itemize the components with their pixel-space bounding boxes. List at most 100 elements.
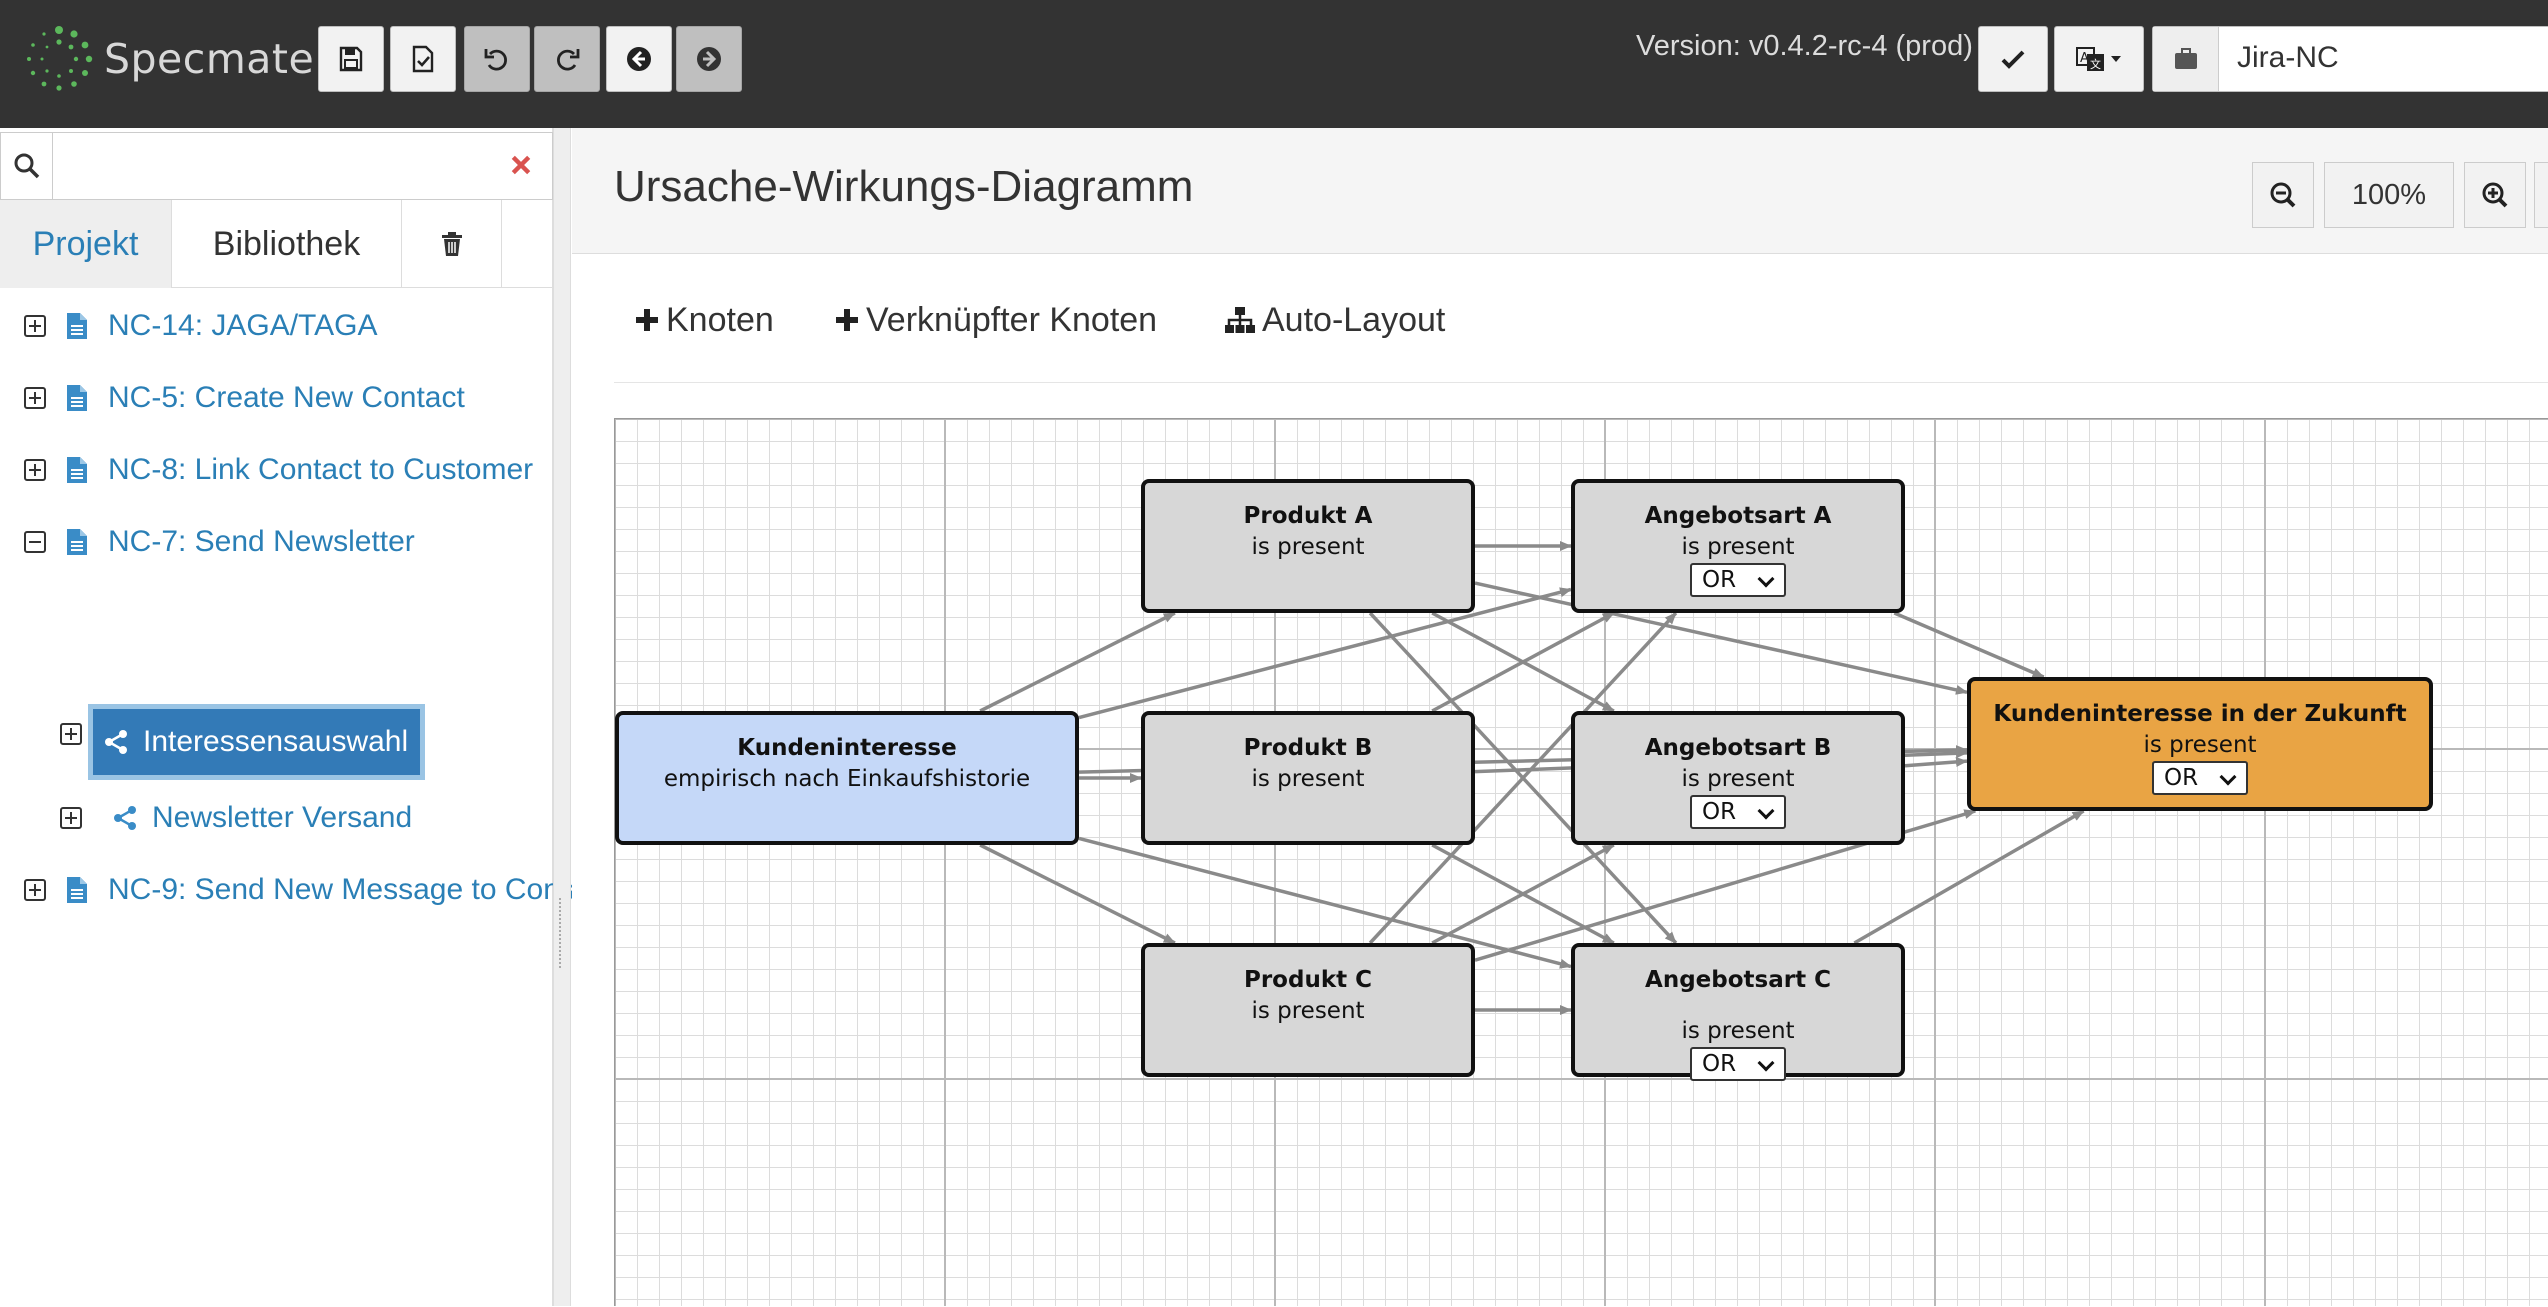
diagram-canvas[interactable]: Kundeninteresse empirisch nach Einkaufsh… (614, 418, 2548, 1306)
zoom-level[interactable]: 100% (2324, 162, 2454, 228)
diagram-toolbar: Knoten Verknüpfter Knoten Auto-Layout (572, 288, 2548, 352)
edge-ab-kz[interactable] (1904, 756, 1968, 768)
edge-kunden-ac[interactable] (1078, 836, 1572, 969)
specmate-logo[interactable]: Specmate (22, 22, 314, 96)
back-button[interactable] (606, 26, 672, 92)
auto-layout-label: Auto-Layout (1262, 300, 1446, 339)
edge-kunden-aa[interactable] (1078, 587, 1572, 720)
tree-item-label: Interessensauswahl (143, 725, 409, 758)
tree-item[interactable]: Newsletter Versand (60, 794, 412, 842)
edge-aa-kz[interactable] (1893, 611, 2045, 679)
trash-button[interactable] (402, 200, 502, 288)
version-label: Version: v0.4.2-rc-4 (prod) (1636, 30, 1973, 62)
sidebar-tabs: Projekt Bibliothek (0, 200, 553, 288)
page-title: Ursache-Wirkungs-Diagramm (614, 162, 1194, 211)
confirm-button[interactable] (1978, 26, 2048, 92)
zoom-in-button[interactable] (2464, 162, 2526, 228)
add-linked-node-label: Verknüpfter Knoten (866, 300, 1158, 339)
node-condition: empirisch nach Einkaufshistorie (663, 766, 1031, 792)
auto-layout-button[interactable]: Auto-Layout (1224, 288, 1445, 352)
edge-kunden-pc[interactable] (979, 843, 1176, 945)
node-angebotsart-b[interactable]: Angebotsart B is present OR (1571, 711, 1905, 845)
node-condition: is present (1251, 766, 1365, 792)
node-title: Produkt A (1243, 503, 1373, 529)
expand-icon[interactable] (60, 723, 82, 745)
undo-button[interactable] (464, 26, 530, 92)
clear-search-icon[interactable] (501, 145, 541, 185)
search-bar (0, 132, 553, 200)
undo-icon (484, 49, 507, 71)
add-node-button[interactable]: Knoten (634, 288, 774, 352)
zoom-extra-button[interactable] (2534, 162, 2548, 228)
node-kundeninteresse-zukunft[interactable]: Kundeninteresse in der Zukunft is presen… (1967, 677, 2433, 811)
node-condition: is present (1681, 766, 1795, 792)
tree-item-expander[interactable] (60, 710, 102, 758)
expand-icon[interactable] (24, 459, 46, 481)
expand-icon[interactable] (24, 315, 46, 337)
operator-select[interactable]: OR (1690, 1047, 1786, 1081)
node-kundeninteresse[interactable]: Kundeninteresse empirisch nach Einkaufsh… (615, 711, 1079, 845)
node-condition: is present (1251, 534, 1365, 560)
redo-button[interactable] (534, 26, 600, 92)
node-condition: is present (2143, 732, 2257, 758)
edge-pb-aa[interactable] (1431, 611, 1615, 713)
tree-item-selected[interactable]: Interessensauswahl (88, 704, 426, 780)
node-title: Kundeninteresse in der Zukunft (1993, 701, 2407, 727)
node-title: Angebotsart A (1644, 503, 1832, 529)
sitemap-icon (1225, 307, 1255, 333)
node-angebotsart-a[interactable]: Angebotsart A is present OR (1571, 479, 1905, 613)
save-button[interactable] (318, 26, 384, 92)
document-icon (67, 877, 87, 903)
tree-item[interactable]: NC-7: Send Newsletter (24, 518, 415, 566)
search-input[interactable] (57, 135, 487, 195)
node-angebotsart-c[interactable]: Angebotsart C is present OR (1571, 943, 1905, 1081)
operator-select[interactable]: OR (1690, 563, 1786, 597)
forward-button[interactable] (676, 26, 742, 92)
tab-library[interactable]: Bibliothek (172, 200, 402, 288)
node-title: Kundeninteresse (737, 735, 957, 761)
project-selector[interactable]: Jira-NC (2152, 26, 2548, 92)
project-name: Jira-NC (2237, 41, 2339, 74)
expand-icon[interactable] (60, 807, 82, 829)
tree-item[interactable]: NC-8: Link Contact to Customer (24, 446, 533, 494)
file-check-icon (412, 45, 434, 73)
node-condition: is present (1251, 998, 1365, 1024)
drag-handle[interactable] (559, 898, 565, 968)
tree-item[interactable]: NC-9: Send New Message to Conta (24, 866, 585, 914)
tab-project[interactable]: Projekt (0, 200, 172, 288)
edge-pc-aa[interactable] (1368, 611, 1678, 945)
edge-kunden-pa[interactable] (979, 611, 1176, 713)
edge-ac-kz[interactable] (1853, 809, 2085, 945)
arrow-circle-left-icon (627, 47, 651, 71)
document-icon (67, 385, 87, 411)
tree-item[interactable]: NC-5: Create New Contact (24, 374, 465, 422)
operator-select[interactable]: OR (2152, 761, 2248, 795)
tree-item-label: NC-14: JAGA/TAGA (108, 309, 378, 342)
expand-icon[interactable] (24, 387, 46, 409)
plus-icon (636, 309, 658, 331)
edge-pa-kz[interactable] (1474, 581, 1968, 695)
document-icon (67, 457, 87, 483)
zoom-out-button[interactable] (2252, 162, 2314, 228)
node-produkt-c[interactable]: Produkt C is present (1141, 943, 1475, 1077)
node-title: Produkt B (1243, 735, 1373, 761)
tree-item-label: NC-9: Send New Message to Conta (108, 873, 585, 906)
check-icon (2001, 50, 2025, 69)
document-icon (67, 529, 87, 555)
node-title: Produkt C (1243, 967, 1373, 993)
connections-layer (979, 541, 2085, 1015)
operator-select[interactable]: OR (1690, 795, 1786, 829)
panel-splitter[interactable] (553, 128, 571, 1306)
tree-item-label: NC-7: Send Newsletter (108, 525, 415, 558)
sidebar: Projekt Bibliothek NC-14: JAGA/TAGA NC-5… (0, 128, 585, 1306)
validate-button[interactable] (390, 26, 456, 92)
tree-item[interactable]: NC-14: JAGA/TAGA (24, 302, 378, 350)
main-panel: Ursache-Wirkungs-Diagramm 100% Knoten Ve… (572, 128, 2548, 1306)
collapse-icon[interactable] (24, 531, 46, 553)
edge-pc-ab[interactable] (1431, 843, 1615, 945)
node-produkt-a[interactable]: Produkt A is present (1141, 479, 1475, 613)
expand-icon[interactable] (24, 879, 46, 901)
add-linked-node-button[interactable]: Verknüpfter Knoten (834, 288, 1157, 352)
node-produkt-b[interactable]: Produkt B is present (1141, 711, 1475, 845)
